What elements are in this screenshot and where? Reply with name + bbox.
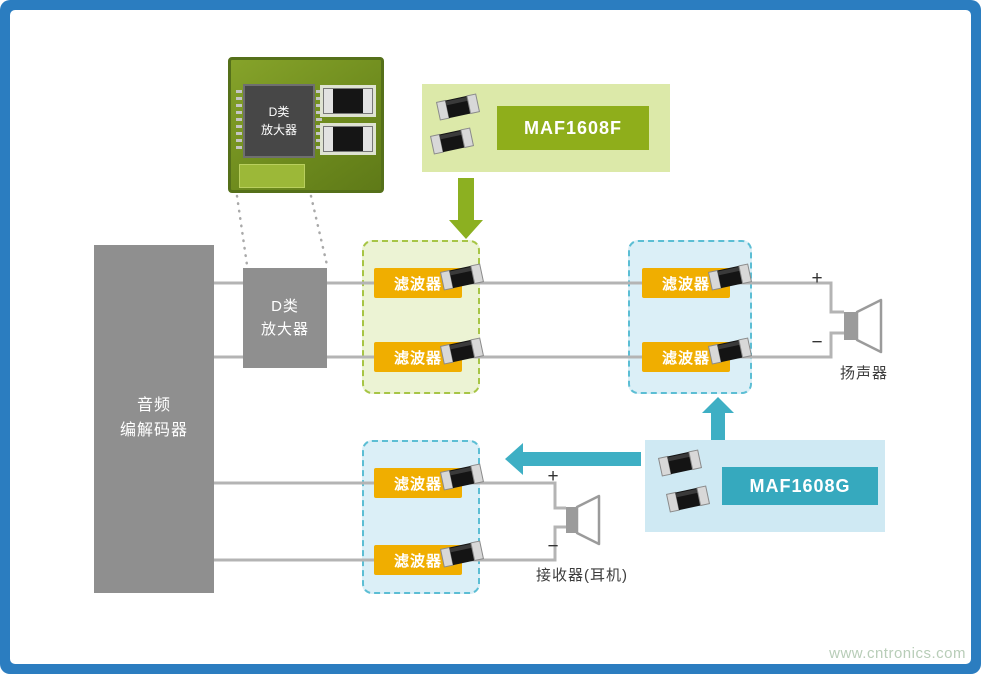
pcb-board: D类 放大器: [228, 57, 384, 193]
ferrite-bead-icon: [436, 90, 480, 124]
callout-dotted-line-right: [309, 194, 329, 267]
receiver-icon: [566, 494, 601, 546]
ferrite-bead-icon: [440, 460, 484, 494]
pcb-ferrite-bead-icon: [323, 126, 373, 152]
maf1608g-label: MAF1608G: [722, 467, 878, 505]
ferrite-bead-icon: [440, 537, 484, 571]
pcb-ferrite-bead-icon: [323, 88, 373, 114]
ferrite-bead-icon: [658, 446, 702, 480]
speaker-plus-terminal: +: [811, 268, 823, 289]
teal-up-arrow: [702, 397, 734, 440]
wire-speaker-minus: [214, 331, 844, 359]
class-d-amp-block: D类 放大器: [243, 268, 327, 368]
ferrite-bead-icon: [430, 124, 474, 158]
receiver-caption: 接收器(耳机): [536, 567, 628, 584]
teal-left-arrow: [505, 443, 641, 475]
receiver-minus-terminal: −: [547, 536, 559, 557]
green-down-arrow: [449, 178, 483, 239]
ferrite-bead-icon: [708, 260, 752, 294]
wire-speaker-plus: [214, 281, 844, 314]
pcb-pad: [239, 164, 305, 188]
pcb-amp-chip: D类 放大器: [236, 84, 322, 158]
ferrite-bead-icon: [666, 482, 710, 516]
ferrite-bead-icon: [708, 334, 752, 368]
ferrite-bead-icon: [440, 260, 484, 294]
speaker-minus-terminal: −: [811, 332, 823, 353]
receiver-plus-terminal: +: [547, 466, 559, 487]
ferrite-bead-icon: [440, 334, 484, 368]
watermark: www.cntronics.com: [829, 645, 966, 662]
callout-dotted-line-left: [235, 194, 249, 267]
maf1608f-label: MAF1608F: [497, 106, 649, 150]
audio-codec-block: 音频 编解码器: [94, 245, 214, 593]
speaker-icon: [844, 298, 883, 354]
speaker-caption: 扬声器: [839, 365, 888, 382]
